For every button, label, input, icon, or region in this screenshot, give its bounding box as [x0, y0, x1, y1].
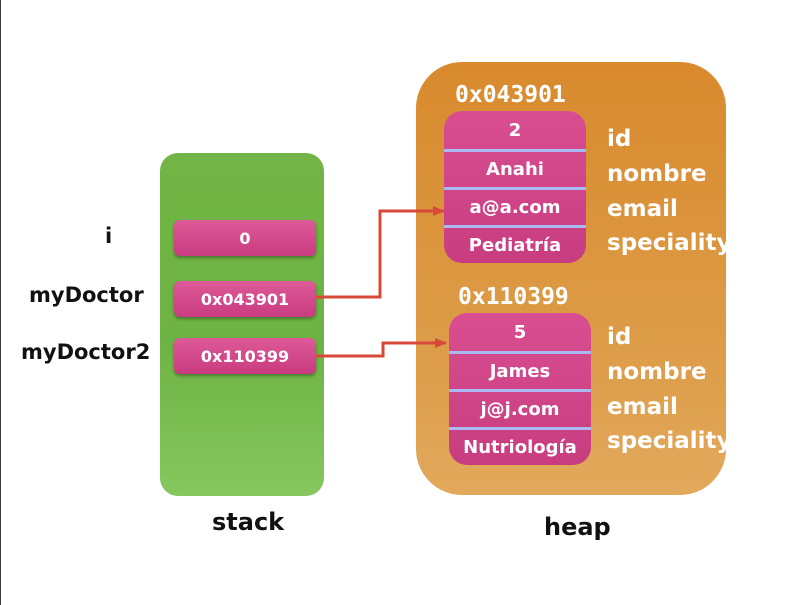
heap-object-address: 0x043901 — [455, 82, 566, 108]
heap-object-address: 0x110399 — [458, 284, 569, 310]
field-name-id: id — [607, 324, 632, 350]
variable-label-i: i — [105, 224, 113, 248]
field-name-email: email — [607, 394, 678, 420]
pointer-arrow-mydoctor — [316, 206, 445, 299]
stack-cell-mydoctor2: 0x110399 — [174, 338, 316, 374]
field-name-speciality: speciality — [607, 230, 732, 256]
variable-label-mydoctor2: myDoctor2 — [21, 340, 151, 364]
stack-panel — [160, 153, 324, 496]
field-name-speciality: speciality — [607, 428, 732, 454]
field-name-nombre: nombre — [607, 161, 707, 187]
field-value-email: a@a.com — [444, 187, 586, 225]
window-left-border — [0, 0, 1, 605]
pointer-arrow-mydoctor2 — [316, 338, 447, 358]
field-value-email: j@j.com — [449, 389, 591, 427]
heap-object: 5 James j@j.com Nutriología — [449, 313, 591, 465]
heap-caption: heap — [544, 513, 611, 541]
field-value-speciality: Nutriología — [449, 427, 591, 465]
field-name-id: id — [607, 126, 632, 152]
field-name-email: email — [607, 196, 678, 222]
field-value-id: 2 — [508, 119, 522, 141]
stack-cell-i: 0 — [174, 220, 316, 256]
stack-caption: stack — [212, 508, 285, 536]
stack-cell-mydoctor: 0x043901 — [174, 281, 316, 317]
field-value-speciality: Pediatría — [444, 225, 586, 263]
heap-object: 2 Anahi a@a.com Pediatría — [444, 111, 586, 263]
field-value-id: 5 — [513, 321, 527, 343]
field-value-nombre: Anahi — [444, 149, 586, 187]
field-value-nombre: James — [449, 351, 591, 389]
variable-label-mydoctor: myDoctor — [29, 283, 144, 307]
field-name-nombre: nombre — [607, 359, 707, 385]
